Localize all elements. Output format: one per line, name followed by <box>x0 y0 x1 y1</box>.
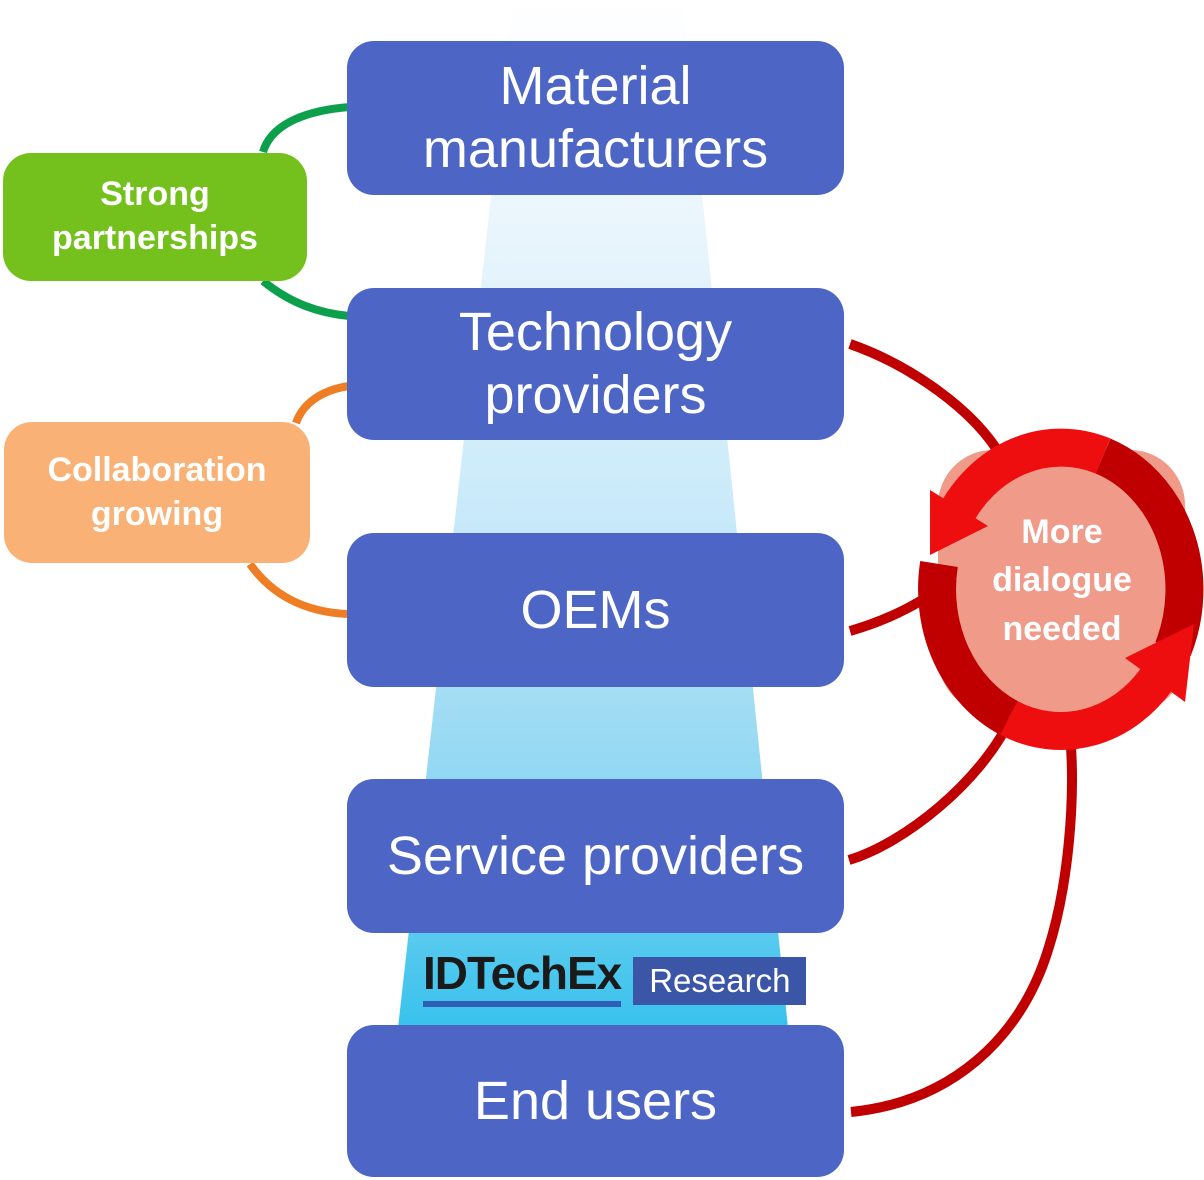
dialogue-connector-end-users <box>850 732 1077 1117</box>
strong-partnerships-connector-top <box>259 103 351 154</box>
collaboration-connector-bottom <box>246 561 348 618</box>
collaboration-connector-top <box>292 382 350 425</box>
chain-box-label: Material manufacturers <box>422 56 769 179</box>
chain-box-end-users: End users <box>347 1025 844 1177</box>
annotation-collaboration-growing: Collaboration growing <box>4 422 310 563</box>
annotation-label: Collaboration growing <box>47 450 267 533</box>
cycle-arrow-bottom-head-icon <box>1125 624 1194 702</box>
chain-box-material-manufacturers: Material manufacturers <box>347 41 844 195</box>
cycle-arrow-top-tail <box>1095 438 1204 657</box>
annotation-label: Strong partnerships <box>52 175 258 257</box>
dialogue-bubble <box>938 450 1185 713</box>
chain-box-service-providers: Service providers <box>347 779 844 933</box>
chain-box-oems: OEMs <box>347 533 844 687</box>
dialogue-connector-technology-providers <box>848 339 1007 461</box>
cycle-arrow-top-body <box>937 428 1111 528</box>
chain-box-label: End users <box>473 1070 718 1131</box>
cycle-arrow-top-head-icon <box>930 490 988 555</box>
funnel-shape <box>398 0 788 1028</box>
annotation-strong-partnerships: Strong partnerships <box>3 153 307 281</box>
annotation-more-dialogue: More dialogue needed <box>949 508 1175 653</box>
idtechex-research-badge: Research <box>633 957 807 1005</box>
chain-box-technology-providers: Technology providers <box>347 288 844 440</box>
cycle-arrow-bottom-tail <box>918 561 1019 735</box>
cycle-arrow-bottom-body <box>1000 668 1172 750</box>
dialogue-connector-service-providers <box>847 717 1015 865</box>
chain-box-label: OEMs <box>520 579 671 640</box>
chain-box-label: Technology providers <box>458 302 733 425</box>
annotation-label: More dialogue needed <box>992 513 1132 648</box>
chain-box-label: Service providers <box>386 825 805 886</box>
idtechex-research-logo: IDTechEx Research <box>423 950 807 1007</box>
idtechex-brand-wordmark: IDTechEx <box>423 950 622 1007</box>
strong-partnerships-connector-bottom <box>260 277 350 320</box>
